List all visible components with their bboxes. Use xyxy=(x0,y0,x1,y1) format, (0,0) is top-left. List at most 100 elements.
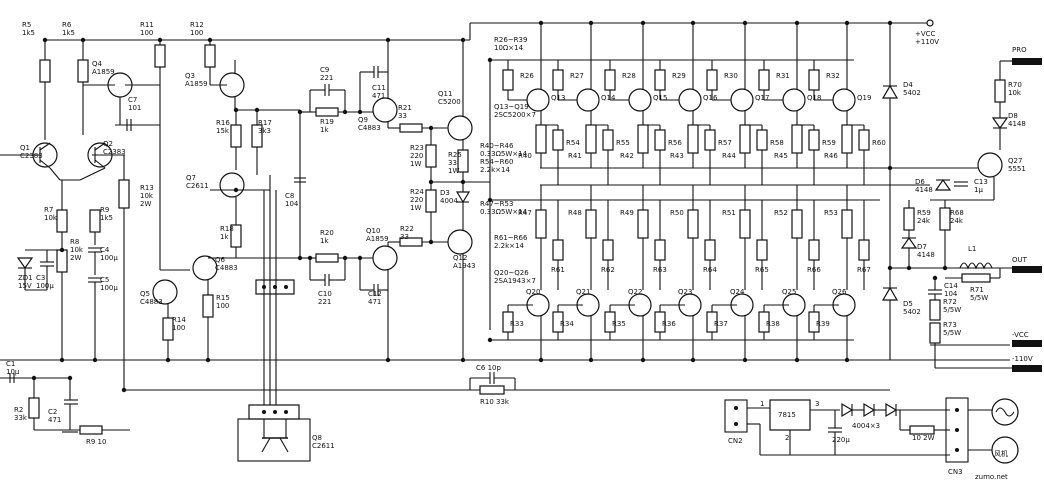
label-c10-line: 221 xyxy=(318,298,331,306)
label-c14-line: 104 xyxy=(944,290,958,298)
resistor-top-driver xyxy=(758,69,770,91)
driver-resistor-label: R34 xyxy=(560,320,574,328)
emitter-resistor xyxy=(739,124,751,154)
junction-dot xyxy=(460,179,466,185)
emitter-resistor-label: R52 xyxy=(774,209,788,217)
emitter-resistor-label: R53 xyxy=(824,209,838,217)
label-r25-line: R25 xyxy=(448,151,462,159)
junction-dot xyxy=(794,357,800,363)
base-resistor xyxy=(552,129,564,151)
base-resistor xyxy=(552,239,564,261)
label-c1-line: C1 xyxy=(6,360,15,368)
label-watermark-line: zumo.net xyxy=(975,473,1008,481)
junction-dot xyxy=(233,187,239,193)
label-r40r46-line: R54~R60 xyxy=(480,158,513,166)
label-d5-line: D5 xyxy=(903,300,913,308)
label-fan-line: 风机 xyxy=(994,449,1008,458)
label-r13-line: 2W xyxy=(140,200,151,208)
label-d6-line: 4148 xyxy=(915,186,933,194)
vcc-neg-label: -VCC xyxy=(1012,331,1029,339)
npn-transistor xyxy=(628,88,652,112)
label-r5-line: R5 xyxy=(22,21,31,29)
junction-dot xyxy=(487,337,493,343)
label-r8-line: 10k xyxy=(70,246,84,254)
label-c5-line: 100μ xyxy=(100,284,118,292)
junction-dot xyxy=(428,179,434,185)
junction-dot xyxy=(233,107,239,113)
label-r19-line: R19 xyxy=(320,118,334,126)
label-r68-line: 24k xyxy=(950,217,964,225)
label-c220-line: 220μ xyxy=(832,436,850,444)
junction-dot xyxy=(357,255,363,261)
label-r71-line: R71 xyxy=(970,286,984,294)
label-q2-line: Q2 xyxy=(103,140,113,148)
label-q1-line: C2383 xyxy=(20,152,43,160)
base-resistor xyxy=(704,129,716,151)
npn-transistor xyxy=(678,88,702,112)
label-u7815-line: 7815 xyxy=(778,411,796,419)
junction-dot xyxy=(428,125,434,131)
label-zd1-line: ZD1 xyxy=(18,274,33,282)
label-c8-line: C8 xyxy=(285,192,294,200)
label-r13-line: R13 xyxy=(140,184,154,192)
label-cn3: CN3 xyxy=(948,468,963,476)
label-r10-line: R10 33k xyxy=(480,398,510,406)
junction-dot xyxy=(254,107,260,113)
input-stage xyxy=(0,40,130,435)
label-q3-line: A1859 xyxy=(185,80,208,88)
resistor-top-driver xyxy=(808,69,820,91)
output-network xyxy=(540,79,1009,368)
label-r9-line: R9 xyxy=(100,206,109,214)
label-r12-line: R12 xyxy=(190,21,204,29)
emitter-resistor xyxy=(739,209,751,239)
label-d8-line: D8 xyxy=(1008,112,1018,120)
pin2-label: 2 xyxy=(785,434,789,442)
emitter-resistor-label: R45 xyxy=(774,152,788,160)
emitter-resistor-label: R49 xyxy=(620,209,634,217)
label-d7-line: D7 xyxy=(917,243,927,251)
junction-dot xyxy=(42,37,48,43)
junction-dot xyxy=(80,37,86,43)
label-c3-line: C3 xyxy=(36,274,45,282)
label-q10-line: A1859 xyxy=(366,235,389,243)
label-cn3-line: CN3 xyxy=(948,468,963,476)
label-r61r66-line: R61~R66 xyxy=(494,234,528,242)
transistor-label: Q24 xyxy=(730,288,745,296)
label-c1-line: 10μ xyxy=(6,368,20,376)
label-c2-line: C2 xyxy=(48,408,57,416)
emitter-resistor xyxy=(791,209,803,239)
base-resistor xyxy=(756,239,768,261)
label-watermark: zumo.net xyxy=(975,473,1008,481)
junction-dot xyxy=(887,165,893,171)
base-resistor xyxy=(808,129,820,151)
driver-resistor-label: R33 xyxy=(510,320,524,328)
label-q7-line: Q7 xyxy=(186,174,196,182)
junction-dot xyxy=(67,375,73,381)
label-r5-line: 1k5 xyxy=(22,29,35,37)
label-r26r39-line: 10Ω×14 xyxy=(494,44,524,52)
junction-dot xyxy=(487,197,493,203)
base-resistor-label: R60 xyxy=(872,139,886,147)
label-fan: 风机 xyxy=(994,449,1008,458)
pro-label: PRO xyxy=(1012,46,1027,54)
junction-dot xyxy=(307,255,313,261)
vcc-neg-voltage: -110V xyxy=(1012,355,1033,363)
junction-dot xyxy=(297,255,303,261)
base-resistor xyxy=(704,239,716,261)
